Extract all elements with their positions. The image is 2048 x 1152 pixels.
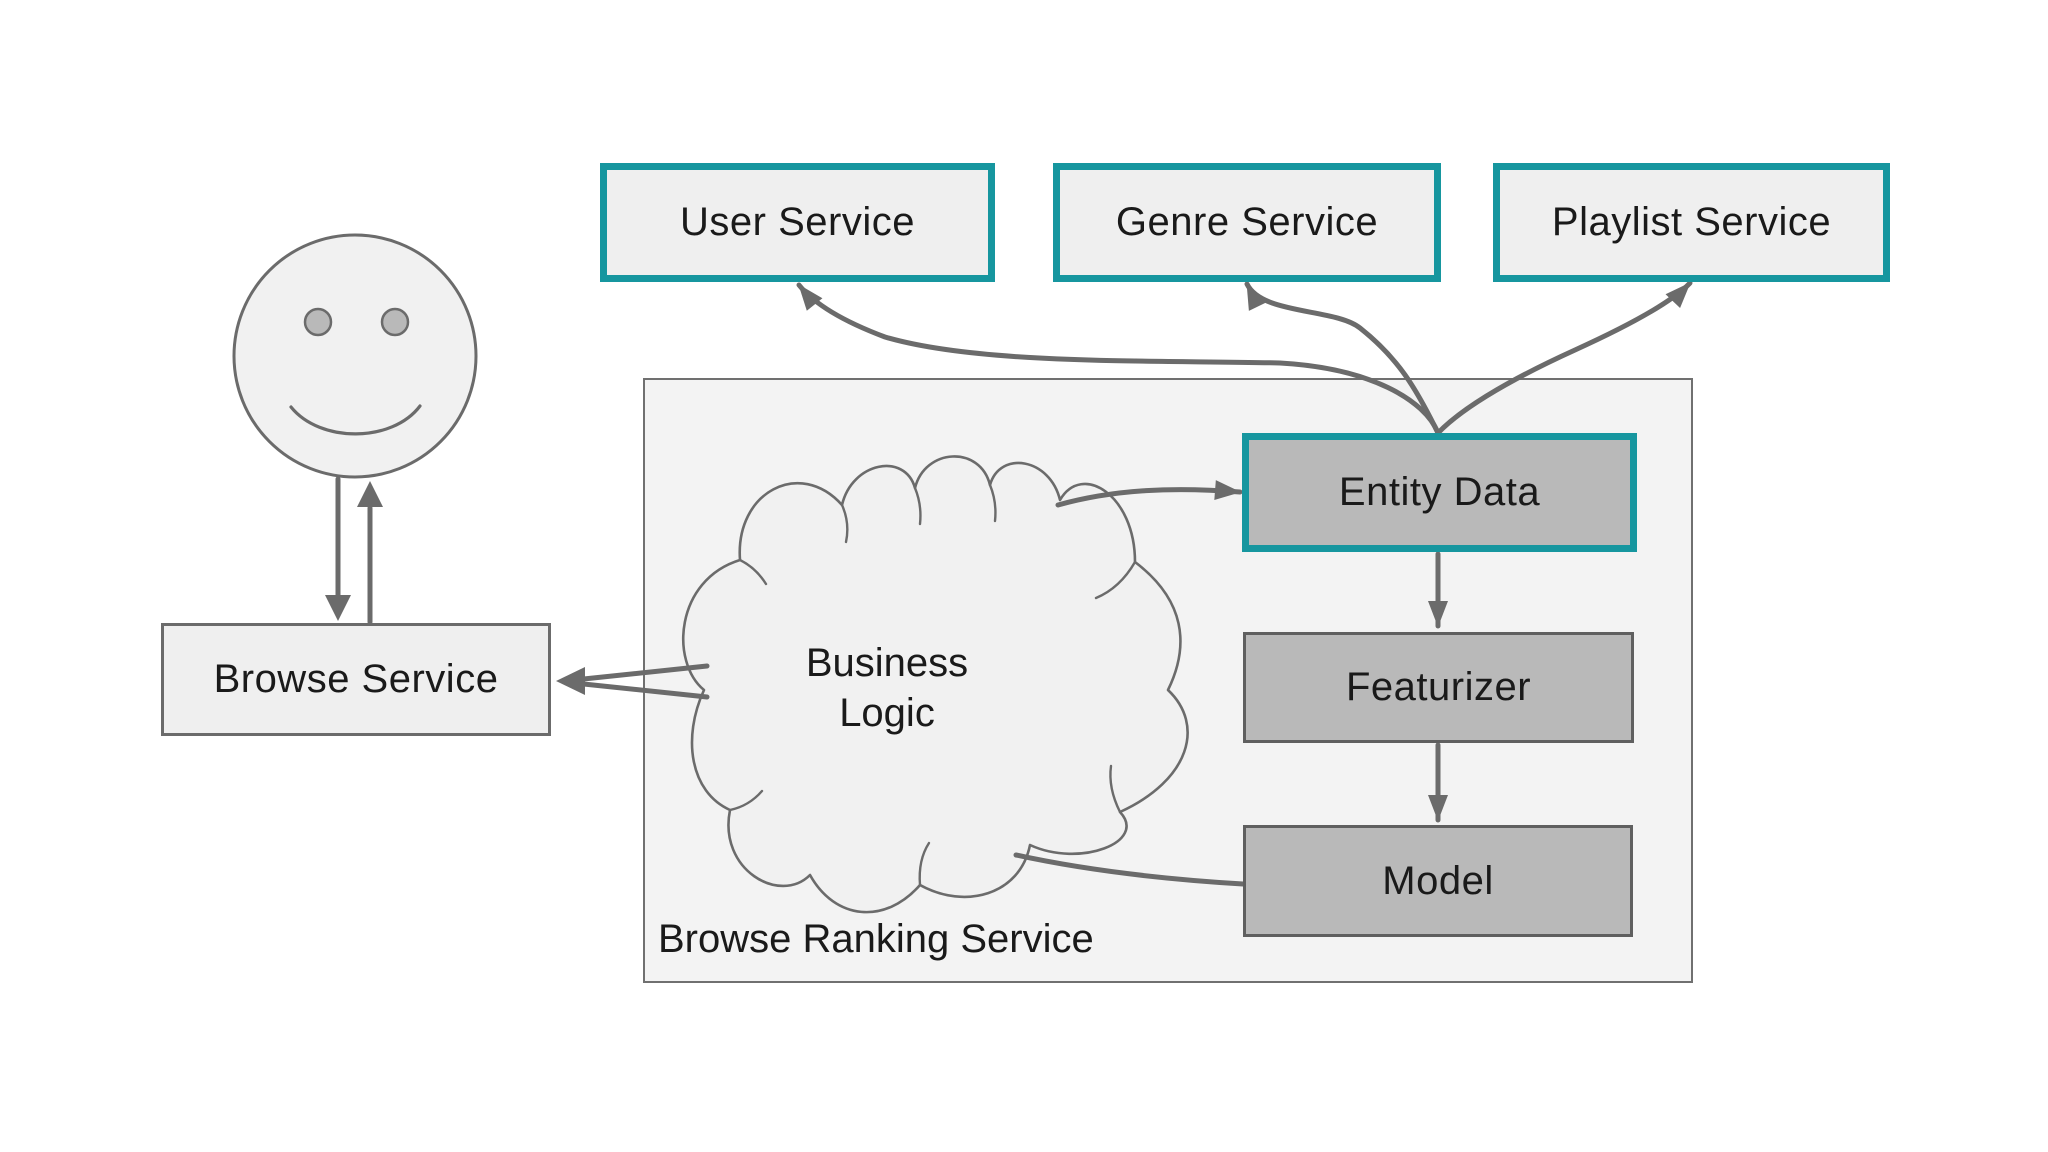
playlist-service-label: Playlist Service bbox=[1551, 200, 1832, 244]
genre-service-label: Genre Service bbox=[1115, 200, 1379, 244]
featurizer-label: Featurizer bbox=[1345, 665, 1532, 709]
smiley-mouth bbox=[289, 404, 422, 436]
featurizer-node: Featurizer bbox=[1243, 632, 1634, 743]
entity-data-node: Entity Data bbox=[1242, 433, 1637, 552]
user-service-label: User Service bbox=[680, 200, 915, 244]
arrowhead-into-browse-service-top bbox=[325, 595, 351, 621]
browse-ranking-service-label: Browse Ranking Service bbox=[658, 917, 1094, 961]
line-cloud-to-browse-upper bbox=[571, 663, 710, 683]
model-label: Model bbox=[1382, 858, 1494, 903]
browse-service-label: Browse Service bbox=[213, 657, 499, 701]
business-logic-label-line1: Business bbox=[805, 641, 969, 685]
arrow-entity-to-genre-service bbox=[1244, 281, 1441, 436]
arrowhead-into-user-face bbox=[357, 481, 383, 507]
business-logic-label: Business Logic bbox=[737, 638, 1037, 738]
arrowhead-into-browse-service bbox=[556, 667, 585, 695]
user-service-node: User Service bbox=[600, 163, 995, 282]
browse-service-node: Browse Service bbox=[161, 623, 551, 736]
smiley-right-eye bbox=[380, 307, 410, 337]
smiley-left-eye bbox=[303, 307, 333, 337]
cloud-inner-arcs bbox=[728, 483, 1137, 887]
line-cloud-to-browse-lower bbox=[571, 680, 710, 700]
business-logic-cloud bbox=[682, 455, 1189, 914]
business-logic-label-line2: Logic bbox=[839, 691, 935, 735]
arrow-entity-to-user-service bbox=[796, 282, 1441, 436]
arrowheads bbox=[325, 481, 585, 695]
connector-lines bbox=[335, 280, 1693, 887]
smiley-face-icon bbox=[232, 233, 478, 479]
arrow-cloud-to-entity-data bbox=[1055, 480, 1243, 508]
model-node: Model bbox=[1243, 825, 1633, 937]
entity-data-label: Entity Data bbox=[1338, 470, 1541, 514]
genre-service-node: Genre Service bbox=[1053, 163, 1441, 282]
playlist-service-node: Playlist Service bbox=[1493, 163, 1890, 282]
arrow-entity-to-playlist-service bbox=[1435, 280, 1693, 436]
line-model-to-cloud bbox=[1013, 852, 1246, 887]
